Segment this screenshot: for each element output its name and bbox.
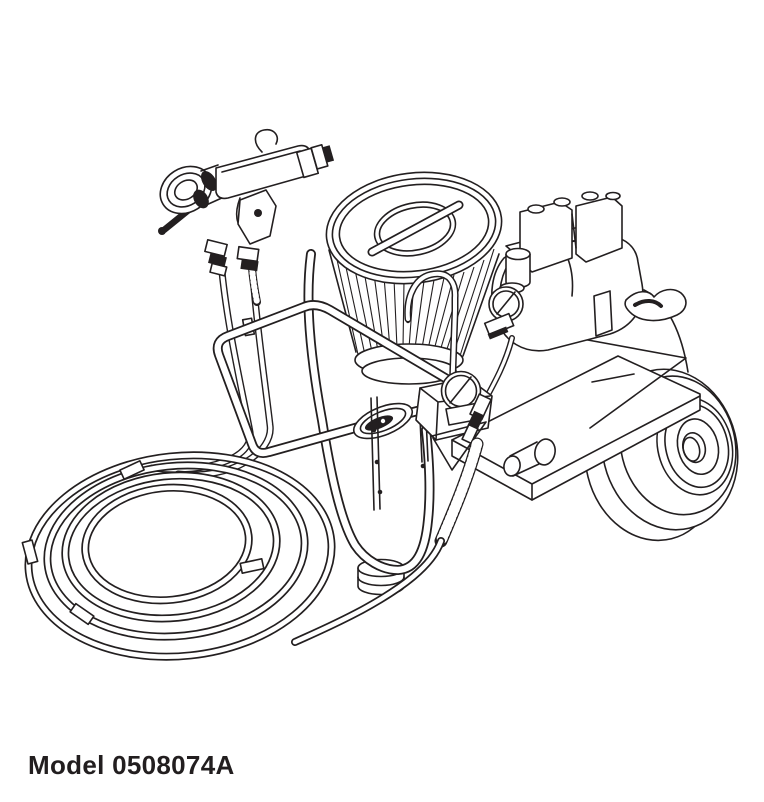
hose-coil [18,441,441,672]
gun-grip [237,189,277,245]
pressure-gauge-right [483,286,524,340]
hose-sleeve [239,558,265,574]
motor-fin [593,290,613,337]
hose-sleeve [69,602,95,626]
gun-fitting [204,238,228,258]
gauge-needle [496,291,516,315]
hose-sleeve [119,460,145,480]
spray-gun [158,128,335,277]
pump-frame-columns [370,394,429,511]
underbody-cylinder [534,438,556,466]
wheel [584,368,739,542]
gauge-needle [449,376,472,404]
pump-bracket [431,421,487,471]
motor-assembly [483,191,689,404]
lid-opening [373,201,457,257]
hose-sleeve [21,539,39,565]
handle-grip-bracket [624,288,687,322]
model-caption: Model 0508074A [28,750,235,780]
gun-hose-spring-guard [252,268,257,302]
gun-fitting [236,245,260,263]
spring-hose [441,393,492,541]
hanging-hook [254,128,279,153]
hopper-cone-edges [328,249,500,357]
